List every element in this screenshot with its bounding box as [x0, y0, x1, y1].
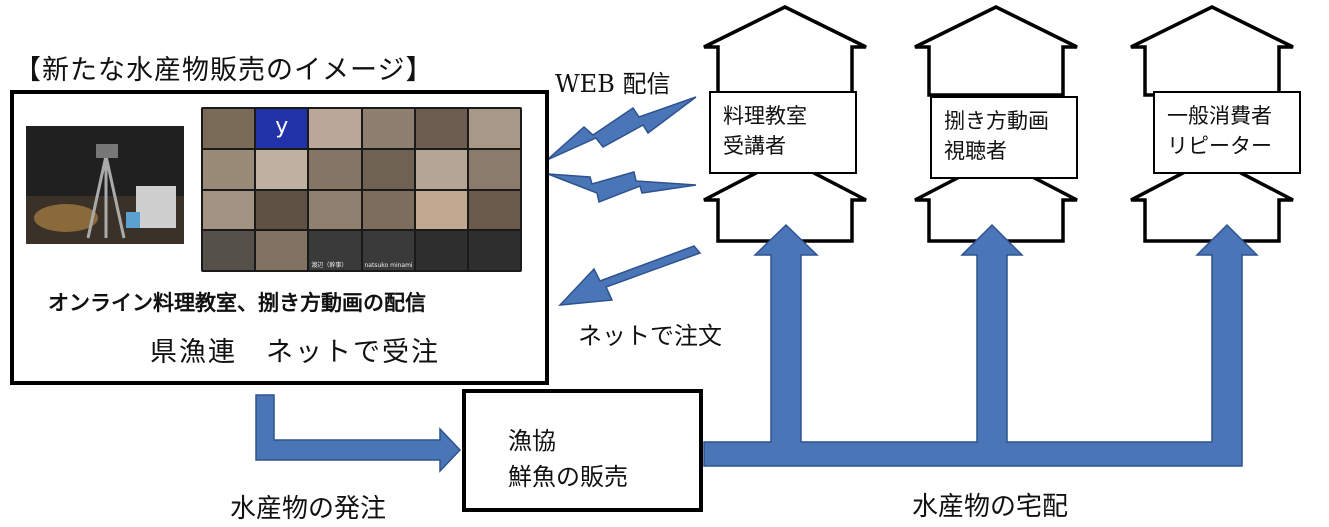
fishbox-line2: 鮮魚の販売 — [508, 463, 628, 491]
video-tile — [415, 231, 467, 270]
house-label-line: 料理教室 — [723, 104, 807, 128]
seafood-order-label: 水産物の発注 — [230, 494, 387, 524]
video-tile — [468, 109, 520, 148]
camera-tripod-image — [26, 126, 184, 244]
video-tile: natsuko minami — [362, 231, 414, 270]
delivery-arrows — [703, 223, 1259, 467]
house-label-line: 受講者 — [723, 134, 786, 158]
net-order-arrow — [558, 245, 702, 306]
online-class-video-grid: y 渡辺（幹事） natsuko minami — [201, 107, 522, 272]
video-tile — [362, 149, 414, 189]
diagram-title: 【新たな水産物販売のイメージ】 — [14, 55, 434, 86]
online-class-caption: オンライン料理教室、捌き方動画の配信 — [48, 291, 426, 315]
video-tile — [309, 190, 361, 230]
house-label-line: 捌き方動画 — [944, 109, 1049, 133]
video-tile — [256, 231, 308, 270]
house-label-general-consumers: 一般消費者 リピーター — [1153, 91, 1301, 174]
video-tile — [415, 109, 467, 148]
video-tile — [256, 190, 308, 230]
house-1-upper — [703, 5, 867, 97]
video-tile — [203, 149, 255, 189]
web-bolt-lower — [547, 171, 697, 204]
video-tile — [468, 190, 520, 230]
video-tile — [203, 190, 255, 230]
net-order-receipt-text: 県漁連 ネットで受注 — [150, 337, 440, 368]
fishbox-line1: 漁協 — [508, 427, 556, 455]
fishery-cooperative-box: 漁協 鮮魚の販売 — [462, 389, 703, 512]
video-tile — [415, 149, 467, 189]
video-tile — [468, 149, 520, 189]
video-tile — [468, 231, 520, 270]
net-order-label: ネットで注文 — [578, 322, 722, 350]
house-2-upper — [914, 5, 1078, 97]
cooking-setup-photo — [26, 126, 184, 244]
web-bolt-upper — [546, 96, 697, 161]
video-tile — [256, 149, 308, 189]
video-tile — [362, 109, 414, 148]
video-tile — [203, 109, 255, 148]
order-arrow — [255, 394, 462, 473]
house-label-line: 一般消費者 — [1167, 104, 1272, 128]
video-tile — [309, 149, 361, 189]
video-tile — [309, 109, 361, 148]
web-delivery-label: WEB 配信 — [555, 70, 671, 98]
house-label-line: リピーター — [1167, 134, 1272, 158]
video-tile: 渡辺（幹事） — [309, 231, 361, 270]
video-tile — [362, 190, 414, 230]
house-label-line: 視聴者 — [944, 139, 1007, 163]
house-label-video-viewers: 捌き方動画 視聴者 — [930, 96, 1078, 179]
video-tile — [415, 190, 467, 230]
house-label-cooking-students: 料理教室 受講者 — [709, 91, 857, 174]
video-tile — [203, 231, 255, 270]
video-tile: y — [256, 109, 308, 148]
house-3-upper — [1130, 5, 1294, 97]
seafood-delivery-label: 水産物の宅配 — [912, 492, 1069, 522]
